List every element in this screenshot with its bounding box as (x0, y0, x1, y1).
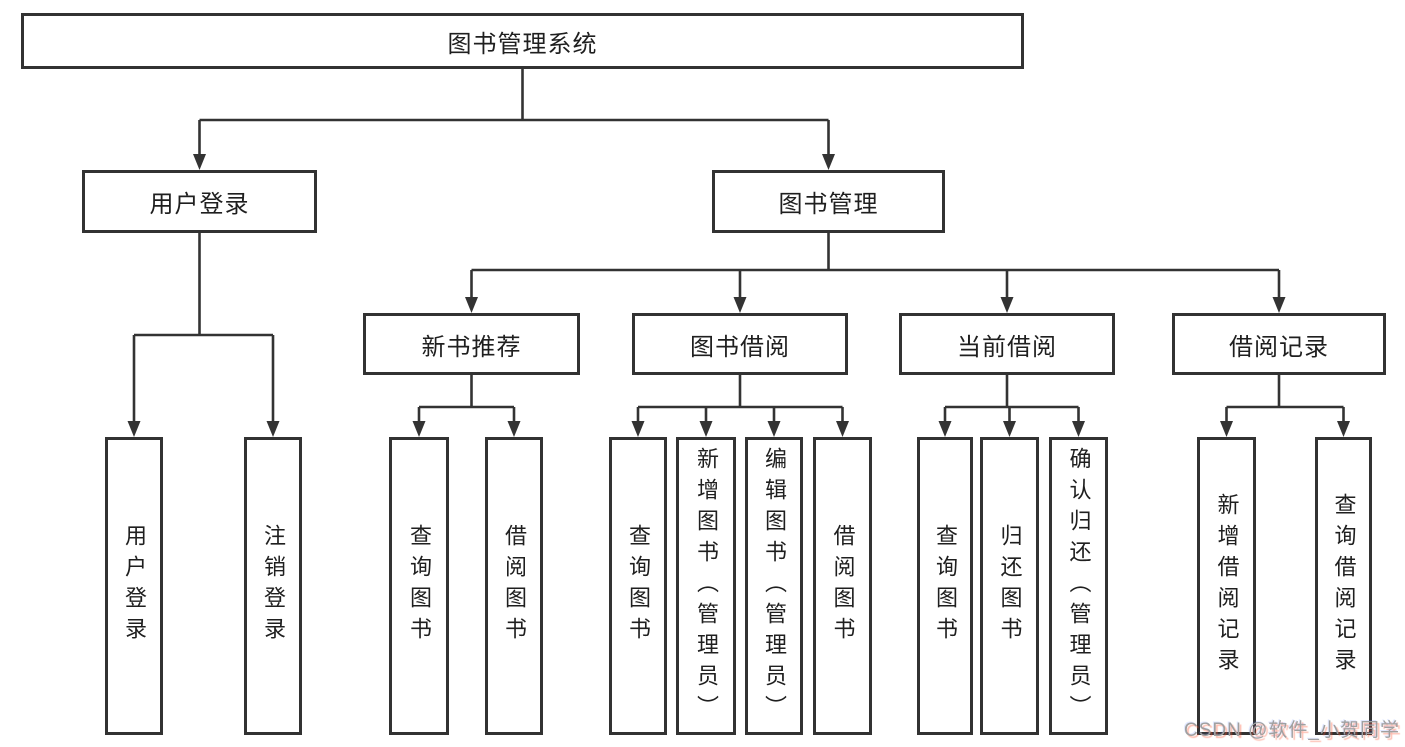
leaf-cb-return-books: 归还图书 (980, 437, 1039, 735)
leaf-cb-confirm-return-admin: 确认归还（管理员） (1049, 437, 1108, 735)
leaf-cb-query-books-label: 查询图书 (933, 524, 958, 648)
node-book-management-label: 图书管理 (778, 191, 879, 218)
node-user-login-label: 用户登录 (149, 191, 250, 218)
leaf-nbr-borrow-books-label: 借阅图书 (502, 524, 527, 648)
leaf-br-query-record-label: 查询借阅记录 (1331, 493, 1357, 679)
node-user-login: 用户登录 (82, 170, 317, 233)
leaf-cb-confirm-return-admin-label: 确认归还（管理员） (1066, 446, 1092, 726)
leaf-br-add-record-label: 新增借阅记录 (1214, 493, 1240, 679)
leaf-nbr-query-books-label: 查询图书 (407, 524, 432, 648)
leaf-nbr-borrow-books: 借阅图书 (485, 437, 543, 735)
leaf-user-login: 用户登录 (105, 437, 163, 735)
leaf-nbr-query-books: 查询图书 (389, 437, 449, 735)
node-root: 图书管理系统 (21, 13, 1024, 69)
node-new-book-recommend-label: 新书推荐 (421, 333, 522, 361)
leaf-bb-borrow-books: 借阅图书 (813, 437, 872, 735)
leaf-bb-add-books-admin-label: 新增图书（管理员） (694, 446, 719, 726)
leaf-bb-query-books: 查询图书 (609, 437, 667, 735)
node-root-label: 图书管理系统 (447, 30, 598, 58)
leaf-br-add-record: 新增借阅记录 (1197, 437, 1256, 735)
leaf-cb-query-books: 查询图书 (917, 437, 973, 735)
leaf-user-login-label: 用户登录 (122, 524, 147, 648)
node-borrowing-records-label: 借阅记录 (1229, 333, 1329, 361)
leaf-bb-edit-books-admin-label: 编辑图书（管理员） (762, 446, 787, 726)
leaf-bb-query-books-label: 查询图书 (626, 524, 651, 648)
leaf-bb-borrow-books-label: 借阅图书 (830, 524, 856, 648)
node-borrowing-records: 借阅记录 (1172, 313, 1386, 375)
node-current-borrowing-label: 当前借阅 (957, 333, 1057, 361)
leaf-logout: 注销登录 (244, 437, 302, 735)
leaf-cb-return-books-label: 归还图书 (997, 524, 1023, 648)
leaf-bb-edit-books-admin: 编辑图书（管理员） (745, 437, 803, 735)
leaf-logout-label: 注销登录 (261, 524, 286, 648)
node-new-book-recommend: 新书推荐 (363, 313, 580, 375)
node-book-borrowing-label: 图书借阅 (690, 333, 790, 361)
leaf-br-query-record: 查询借阅记录 (1315, 437, 1372, 735)
node-current-borrowing: 当前借阅 (899, 313, 1115, 375)
watermark: CSDN @软件_小贺同学 (1184, 720, 1400, 741)
leaf-bb-add-books-admin: 新增图书（管理员） (676, 437, 736, 735)
node-book-borrowing: 图书借阅 (632, 313, 848, 375)
node-book-management: 图书管理 (712, 170, 945, 233)
